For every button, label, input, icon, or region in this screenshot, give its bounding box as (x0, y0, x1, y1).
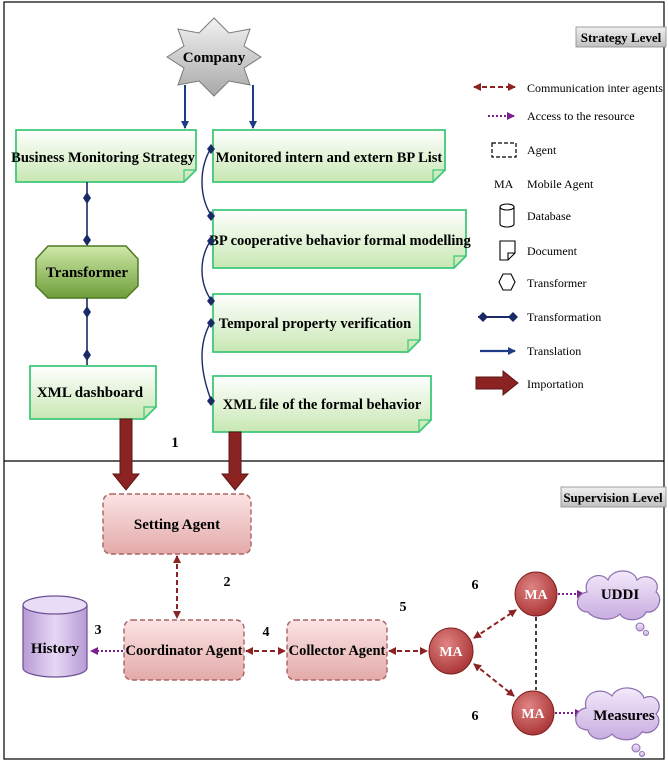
xml-formal-behavior-doc: XML file of the formal behavior (212, 375, 432, 433)
collector-agent: Collector Agent (286, 619, 388, 681)
measures-label: Measures (593, 708, 655, 724)
document-legend-icon (499, 240, 516, 261)
coordinator-agent: Coordinator Agent (123, 619, 245, 681)
right-column-transformation-links (201, 147, 212, 401)
step-3-number: 3 (95, 623, 102, 638)
step-6b-number: 6 (472, 709, 479, 724)
setting-agent-label: Setting Agent (134, 517, 220, 533)
ma-center-ma-bottom-communication (473, 663, 515, 697)
business-monitoring-label: Business Monitoring Strategy (11, 150, 195, 166)
legend-transformation-label: Transformation (527, 310, 601, 324)
measures-cloud: Measures (575, 687, 660, 757)
transformation-diamond-icon (83, 349, 91, 361)
legend-communication-label: Communication inter agents (527, 81, 663, 95)
transformation-diamond-icon (83, 306, 91, 318)
legend-database-label: Database (527, 209, 571, 223)
business-monitoring-doc: Business Monitoring Strategy (11, 129, 197, 183)
step-2-number: 2 (224, 575, 231, 590)
legend-agent-label: Agent (527, 143, 557, 157)
transformer-label: Transformer (46, 265, 129, 281)
mobile-agent-bottom: MA (511, 690, 555, 736)
history-database: History (22, 595, 88, 678)
transformer-node: Transformer (35, 245, 139, 299)
legend-access-label: Access to the resource (527, 109, 635, 123)
ma-center-ma-top-communication (473, 609, 517, 639)
xml-formal-behavior-label: XML file of the formal behavior (223, 397, 422, 413)
step-1-number: 1 (171, 435, 179, 451)
database-legend-icon (499, 203, 515, 228)
transformation-diamond-icon (207, 144, 215, 154)
legend: Communication inter agents Access to the… (473, 81, 663, 397)
dashboard-importation-arrow (111, 418, 141, 491)
step-5-number: 5 (400, 600, 407, 615)
legend-mobile-agent-label: Mobile Agent (527, 177, 594, 191)
collector-agent-label: Collector Agent (289, 643, 386, 659)
legend-document-label: Document (527, 244, 578, 258)
ma-center-label: MA (439, 645, 463, 660)
company-label: Company (183, 50, 246, 66)
ma-top-label: MA (524, 588, 548, 603)
transformation-diamond-icon (478, 312, 488, 322)
xml-dashboard-label: XML dashboard (37, 385, 144, 401)
uddi-label: UDDI (601, 587, 639, 603)
transformation-diamond-icon (207, 236, 215, 246)
xml-dashboard-doc: XML dashboard (29, 365, 157, 420)
bp-formal-modelling-doc: BP cooperative behavior formal modelling (209, 209, 472, 269)
temporal-verification-doc: Temporal property verification (212, 293, 421, 353)
history-label: History (31, 641, 80, 657)
agent-legend-icon (491, 142, 517, 158)
bp-formal-modelling-label: BP cooperative behavior formal modelling (209, 233, 471, 249)
transformation-diamond-icon (83, 234, 91, 246)
supervision-level-badge: Supervision Level (560, 486, 667, 508)
transformation-diamond-icon (207, 396, 215, 406)
legend-importation-label: Importation (527, 377, 584, 391)
transformation-diamond-icon (207, 296, 215, 306)
temporal-verification-label: Temporal property verification (219, 316, 412, 332)
transformation-diamond-icon (207, 211, 215, 221)
supervision-level-label: Supervision Level (563, 490, 663, 505)
company-node: Company (166, 17, 262, 97)
legend-ma-abbr: MA (494, 177, 514, 191)
ma-bottom-label: MA (521, 707, 545, 722)
mobile-agent-center: MA (428, 627, 474, 675)
transformer-legend-icon (498, 273, 516, 291)
transformation-diamond-icon (508, 312, 518, 322)
uddi-cloud: UDDI (576, 570, 661, 636)
strategy-level-badge: Strategy Level (575, 26, 667, 48)
mobile-agent-top: MA (514, 571, 558, 617)
monitored-bp-list-doc: Monitored intern and extern BP List (212, 129, 446, 183)
transformation-diamond-icon (83, 192, 91, 204)
setting-agent: Setting Agent (102, 493, 252, 555)
legend-transformer-label: Transformer (527, 276, 587, 290)
transformation-diamond-icon (207, 318, 215, 328)
formal-behavior-importation-arrow (220, 431, 250, 491)
coordinator-agent-label: Coordinator Agent (126, 643, 243, 659)
step-4-number: 4 (263, 625, 270, 640)
legend-translation-label: Translation (527, 344, 581, 358)
strategy-level-label: Strategy Level (581, 30, 662, 45)
step-6a-number: 6 (472, 578, 479, 593)
importation-legend-icon (475, 369, 519, 397)
monitored-bp-list-label: Monitored intern and extern BP List (216, 150, 443, 166)
